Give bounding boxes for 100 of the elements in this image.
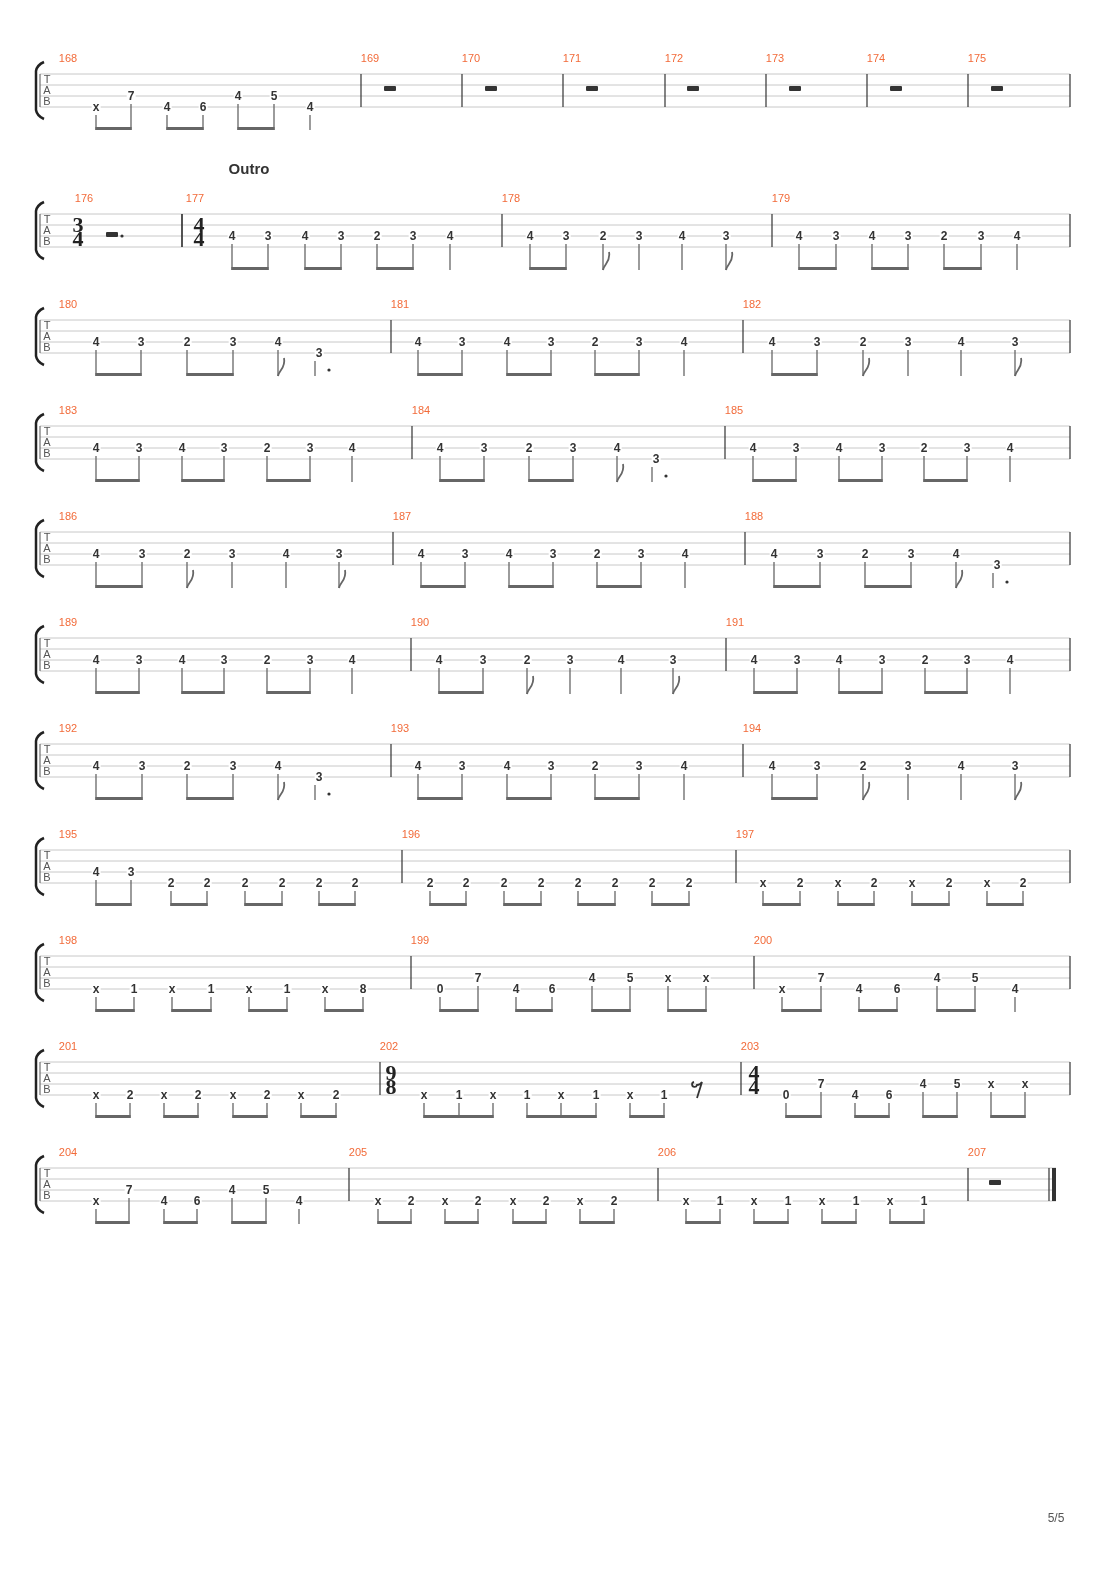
- tab-clef-letter: A: [43, 542, 51, 554]
- fret-number: 2: [125, 1089, 135, 1101]
- fret-number: x: [488, 1089, 498, 1101]
- fret-number: 2: [262, 1089, 272, 1101]
- fret-number: x: [885, 1195, 895, 1207]
- fret-number: 3: [877, 442, 887, 454]
- fret-number: 3: [815, 548, 825, 560]
- tab-clef-letter: B: [43, 341, 51, 353]
- measure-number: 190: [410, 616, 430, 628]
- fret-number: 3: [831, 230, 841, 242]
- fret-number: 4: [956, 336, 966, 348]
- fret-number: 3: [792, 654, 802, 666]
- fret-number: 7: [126, 90, 136, 102]
- fret-number: 3: [976, 230, 986, 242]
- fret-number: 4: [932, 972, 942, 984]
- measure-number: 174: [866, 52, 886, 64]
- tab-clef-letter: B: [43, 447, 51, 459]
- tab-clef-letter: T: [43, 213, 51, 225]
- fret-number: 4: [273, 336, 283, 348]
- fret-number: 2: [647, 877, 657, 889]
- fret-number: x: [228, 1089, 238, 1101]
- fret-number: 4: [769, 548, 779, 560]
- tab-clef-letter: B: [43, 977, 51, 989]
- fret-number: 4: [227, 1184, 237, 1196]
- fret-number: 3: [561, 230, 571, 242]
- fret-number: 4: [416, 548, 426, 560]
- tab-clef-letter: A: [43, 224, 51, 236]
- fret-number: x: [833, 877, 843, 889]
- fret-number: 4: [91, 760, 101, 772]
- measure-number: 178: [501, 192, 521, 204]
- fret-number: x: [681, 1195, 691, 1207]
- measure-number: 191: [725, 616, 745, 628]
- fret-number: 2: [182, 760, 192, 772]
- fret-number: 4: [679, 336, 689, 348]
- fret-number: 3: [137, 548, 147, 560]
- fret-number: 6: [192, 1195, 202, 1207]
- measure-number: 195: [58, 828, 78, 840]
- fret-number: 4: [504, 548, 514, 560]
- fret-number: x: [440, 1195, 450, 1207]
- section-label: Outro: [228, 160, 270, 176]
- fret-number: 3: [812, 760, 822, 772]
- fret-number: 2: [193, 1089, 203, 1101]
- fret-number: 4: [951, 548, 961, 560]
- tab-clef-letter: B: [43, 235, 51, 247]
- fret-number: 4: [749, 654, 759, 666]
- fret-number: 1: [282, 983, 292, 995]
- fret-number: 3: [1010, 760, 1020, 772]
- fret-number: 2: [684, 877, 694, 889]
- fret-number: 2: [858, 336, 868, 348]
- tab-clef-letter: B: [43, 871, 51, 883]
- tab-clef-letter: T: [43, 531, 51, 543]
- fret-number: 3: [137, 760, 147, 772]
- fret-number: 6: [884, 1089, 894, 1101]
- measure-number: 182: [742, 298, 762, 310]
- fret-number: x: [320, 983, 330, 995]
- fret-number: 4: [91, 442, 101, 454]
- fret-number: x: [508, 1195, 518, 1207]
- fret-number: 2: [262, 654, 272, 666]
- fret-number: 0: [781, 1089, 791, 1101]
- fret-number: 2: [372, 230, 382, 242]
- fret-number: 4: [511, 983, 521, 995]
- fret-number: 2: [182, 336, 192, 348]
- tab-clef-letter: B: [43, 1189, 51, 1201]
- fret-number: 3: [134, 654, 144, 666]
- measure-number: 183: [58, 404, 78, 416]
- measure-number: 185: [724, 404, 744, 416]
- fret-number: 7: [124, 1184, 134, 1196]
- fret-number: 4: [850, 1089, 860, 1101]
- measure-number: 196: [401, 828, 421, 840]
- fret-number: 4: [434, 654, 444, 666]
- measure-number: 172: [664, 52, 684, 64]
- fret-number: x: [575, 1195, 585, 1207]
- fret-number: 1: [129, 983, 139, 995]
- fret-number: 3: [791, 442, 801, 454]
- fret-number: x: [749, 1195, 759, 1207]
- fret-number: x: [419, 1089, 429, 1101]
- fret-number: 1: [591, 1089, 601, 1101]
- fret-number: 1: [454, 1089, 464, 1101]
- fret-number: 3: [134, 442, 144, 454]
- fret-number: 0: [435, 983, 445, 995]
- fret-number: 2: [1018, 877, 1028, 889]
- fret-number: 4: [177, 654, 187, 666]
- fret-number: 1: [659, 1089, 669, 1101]
- fret-number: x: [91, 1089, 101, 1101]
- fret-number: x: [91, 983, 101, 995]
- fret-number: 4: [91, 866, 101, 878]
- fret-number: 7: [816, 972, 826, 984]
- fret-number: 4: [767, 760, 777, 772]
- fret-number: x: [777, 983, 787, 995]
- fret-number: 2: [425, 877, 435, 889]
- fret-number: x: [91, 1195, 101, 1207]
- fret-number: 4: [91, 548, 101, 560]
- fret-number: 3: [668, 654, 678, 666]
- fret-number: 2: [573, 877, 583, 889]
- fret-number: 3: [314, 771, 324, 783]
- fret-number: 2: [939, 230, 949, 242]
- fret-number: 4: [91, 654, 101, 666]
- measure-number: 201: [58, 1040, 78, 1052]
- tab-clef-letter: B: [43, 765, 51, 777]
- fret-number: 2: [609, 1195, 619, 1207]
